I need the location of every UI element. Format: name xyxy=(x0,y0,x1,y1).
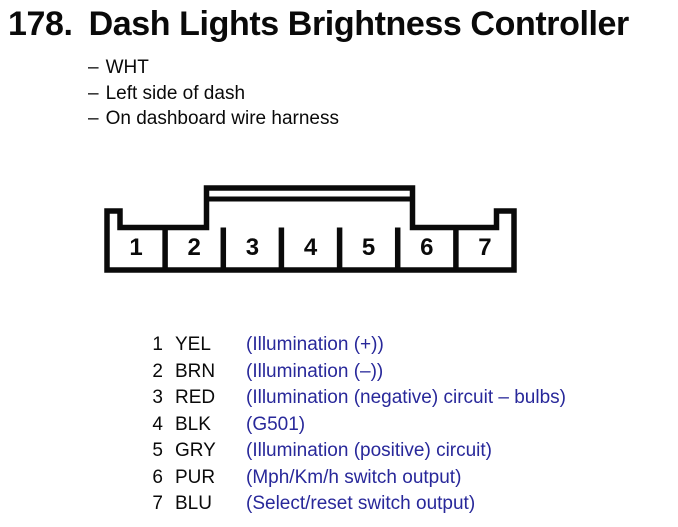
pin-cell-label: 7 xyxy=(478,234,491,261)
wire-color-code: BLK xyxy=(175,413,211,435)
pin-description: (Illumination (positive) circuit) xyxy=(246,440,493,461)
pin-number: 4 xyxy=(152,413,163,435)
pin-description: (G501) xyxy=(246,413,306,435)
pin-cell-label: 1 xyxy=(129,234,142,261)
pin-description: (Mph/Km/h switch output) xyxy=(246,466,462,488)
wire-color-code: GRY xyxy=(175,440,216,461)
wire-color-code: YEL xyxy=(175,334,211,355)
pin-number: 3 xyxy=(152,387,163,408)
dash-bullet: – xyxy=(88,82,99,104)
pin-cell-label: 6 xyxy=(420,234,433,261)
dash-bullet: – xyxy=(88,108,99,129)
dash-bullet: – xyxy=(88,57,99,78)
pin-cell-label: 4 xyxy=(304,234,318,261)
pinout-row: 1 YEL (Illumination (+)) xyxy=(138,332,566,359)
pinout-row: 7 BLU (Select/reset switch output) xyxy=(138,491,566,518)
note-text: On dashboard wire harness xyxy=(105,108,339,129)
note-text: WHT xyxy=(105,57,149,78)
pin-description: (Illumination (+)) xyxy=(246,334,384,355)
pinout-row: 5 GRY (Illumination (positive) circuit) xyxy=(138,438,566,465)
pin-cell-label: 3 xyxy=(246,234,259,261)
pinout-row: 3 RED (Illumination (negative) circuit –… xyxy=(138,385,566,412)
pin-description: (Illumination (negative) circuit – bulbs… xyxy=(246,387,566,408)
pin-number: 7 xyxy=(152,493,163,514)
pin-cell-label: 2 xyxy=(188,234,201,261)
note-item: –On dashboard wire harness xyxy=(88,106,339,132)
note-item: –WHT xyxy=(88,55,339,81)
wire-color-code: RED xyxy=(175,387,216,408)
section-title: Dash Lights Brightness Controller xyxy=(88,5,630,43)
pinout-row: 6 PUR (Mph/Km/h switch output) xyxy=(138,465,566,492)
notes-list: –WHT –Left side of dash –On dashboard wi… xyxy=(88,55,339,132)
pin-number: 6 xyxy=(152,466,163,488)
note-item: –Left side of dash xyxy=(88,81,339,107)
note-text: Left side of dash xyxy=(105,82,246,104)
pin-number: 2 xyxy=(152,360,163,382)
pin-number: 1 xyxy=(152,334,163,355)
pinout-row: 2 BRN (Illumination (–)) xyxy=(138,359,566,386)
page-title: 178. Dash Lights Brightness Controller xyxy=(8,5,630,43)
wire-color-code: PUR xyxy=(175,466,216,488)
section-number: 178. xyxy=(8,5,73,43)
connector-body xyxy=(104,185,517,273)
pin-cell-label: 5 xyxy=(362,234,375,261)
wire-color-code: BLU xyxy=(175,493,212,514)
wire-color-code: BRN xyxy=(175,360,216,382)
pin-description: (Select/reset switch output) xyxy=(246,493,476,514)
pinout-list: 1 YEL (Illumination (+)) 2 BRN (Illumina… xyxy=(138,332,566,518)
pin-description: (Illumination (–)) xyxy=(246,360,384,382)
pin-number: 5 xyxy=(152,440,163,461)
pinout-row: 4 BLK (G501) xyxy=(138,412,566,439)
